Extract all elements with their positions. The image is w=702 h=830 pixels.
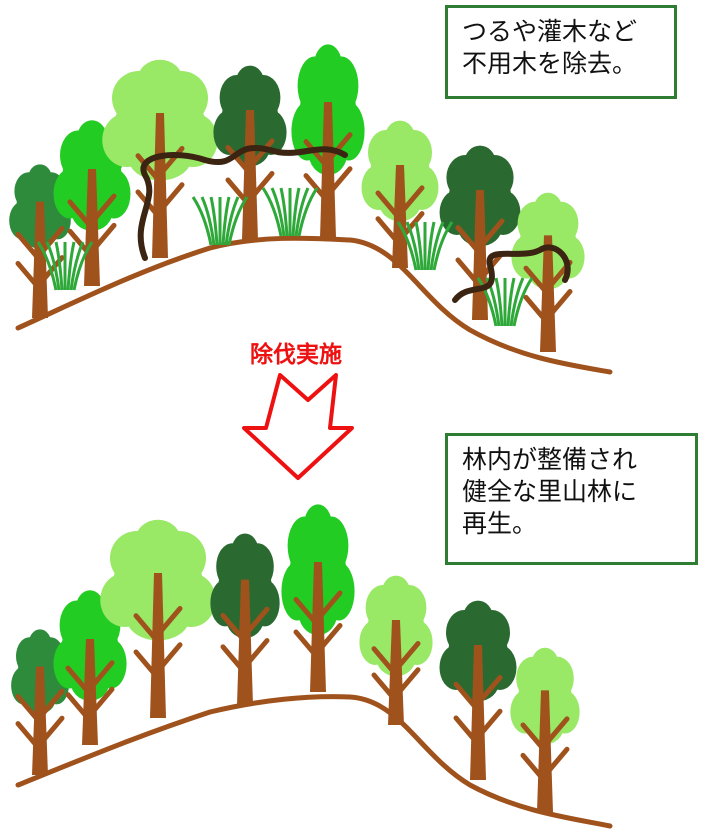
tree-trunk: [520, 690, 570, 812]
tree-trunk: [67, 169, 117, 286]
tree-canopy-bright: [291, 44, 365, 176]
grass-tuft: [191, 196, 249, 246]
after-note-line: 再生。: [462, 509, 538, 538]
before-note-line: つるや灌木など: [462, 17, 638, 46]
hillside-ground: [15, 694, 613, 829]
tree-trunk: [15, 666, 65, 775]
tree: [510, 647, 580, 812]
tree-trunk: [133, 573, 183, 718]
after-note-line: 林内が整備され: [462, 445, 638, 474]
tree: [359, 575, 433, 725]
grass-tuft: [261, 187, 319, 237]
tree-trunk: [293, 562, 343, 692]
tree: [210, 533, 280, 705]
before-note-box: つるや灌木など 不用木を除去。: [445, 5, 677, 99]
tree: [281, 504, 355, 692]
tree: [511, 192, 585, 352]
hillside-ground: [15, 235, 613, 375]
down-arrow-icon: [242, 373, 354, 480]
before-note-line: 不用木を除去。: [462, 49, 638, 78]
tree: [213, 65, 287, 240]
tree-trunk: [225, 110, 275, 240]
tree: [53, 120, 131, 286]
tree-trunk: [135, 113, 185, 258]
grass-tuft: [476, 277, 534, 327]
tree-trunk: [220, 579, 270, 705]
tree-trunk: [65, 639, 115, 745]
after-thinning-forest: [11, 504, 613, 829]
grass-tuft: [36, 241, 94, 291]
vine-tangle: [452, 244, 571, 303]
tree: [361, 120, 439, 268]
tree-trunk: [303, 102, 353, 238]
down-arrow-outline: [242, 373, 354, 480]
tree-trunk: [453, 645, 503, 780]
tree-canopy-dark: [439, 145, 521, 247]
thinning-step-label: 除伐実施: [250, 342, 342, 368]
vine-tangle: [137, 145, 348, 261]
after-note-box: 林内が整備され 健全な里山林に 再生。: [445, 433, 698, 565]
tree: [100, 519, 216, 718]
tree-trunk: [375, 165, 425, 268]
tree-canopy-dark: [213, 65, 287, 167]
before-thinning-forest: [9, 44, 613, 375]
tree-trunk: [371, 620, 421, 725]
after-note-line: 健全な里山林に: [462, 477, 638, 506]
tree: [291, 44, 365, 238]
tree: [439, 600, 517, 780]
grass-tuft: [396, 221, 454, 271]
tree: [439, 145, 521, 320]
